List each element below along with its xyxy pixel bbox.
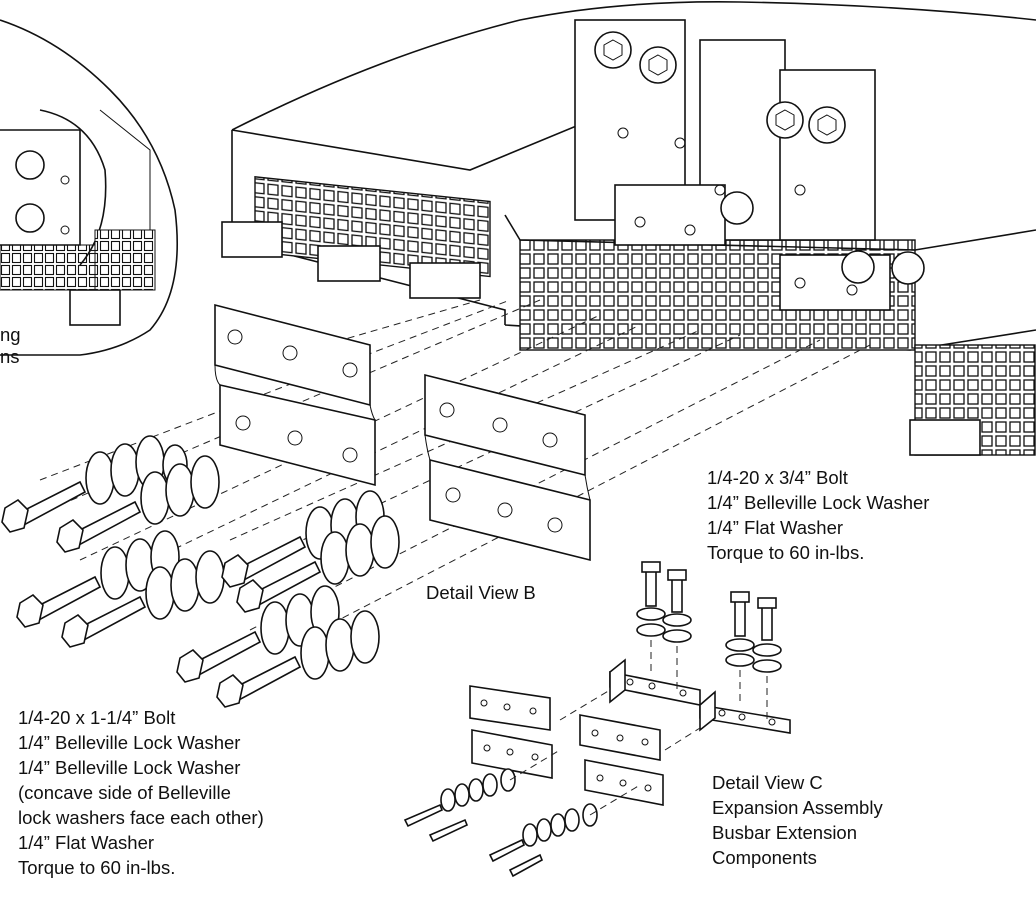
detail-c-components xyxy=(403,561,791,878)
partial-callout-bottom: ns xyxy=(0,346,20,367)
hardware-callout-top: 1/4-20 x 3/4” Bolt 1/4” Belleville Lock … xyxy=(707,465,929,565)
magnified-detail-circle xyxy=(0,19,178,356)
hardware-top-line-3: 1/4” Flat Washer xyxy=(707,517,844,538)
hardware-callout-bottom: 1/4-20 x 1-1/4” Bolt 1/4” Belleville Loc… xyxy=(18,705,264,880)
detail-c-line-4: Components xyxy=(712,847,817,868)
hardware-bottom-line-4: (concave side of Belleville xyxy=(18,782,231,803)
partial-callout-top: ng xyxy=(0,324,21,345)
hardware-bottom-line-7: Torque to 60 in-lbs. xyxy=(18,857,176,878)
hardware-bottom-line-3: 1/4” Belleville Lock Washer xyxy=(18,757,241,778)
detail-c-line-1: Detail View C xyxy=(712,772,823,793)
hardware-bottom-line-6: 1/4” Flat Washer xyxy=(18,832,155,853)
detail-b-label: Detail View B xyxy=(426,582,536,603)
bolt-washer-stacks xyxy=(1,435,400,708)
hardware-top-line-2: 1/4” Belleville Lock Washer xyxy=(707,492,930,513)
detail-c-callout: Detail View C Expansion Assembly Busbar … xyxy=(712,770,883,870)
detail-c-line-3: Busbar Extension xyxy=(712,822,858,843)
hardware-top-line-1: 1/4-20 x 3/4” Bolt xyxy=(707,467,848,488)
detail-b-plates xyxy=(214,303,591,562)
chassis-cutaway xyxy=(221,1,1036,456)
hardware-bottom-line-1: 1/4-20 x 1-1/4” Bolt xyxy=(18,707,176,728)
hardware-bottom-line-5: lock washers face each other) xyxy=(18,807,264,828)
hardware-bottom-line-2: 1/4” Belleville Lock Washer xyxy=(18,732,241,753)
hardware-top-line-4: Torque to 60 in-lbs. xyxy=(707,542,865,563)
detail-c-line-2: Expansion Assembly xyxy=(712,797,883,818)
